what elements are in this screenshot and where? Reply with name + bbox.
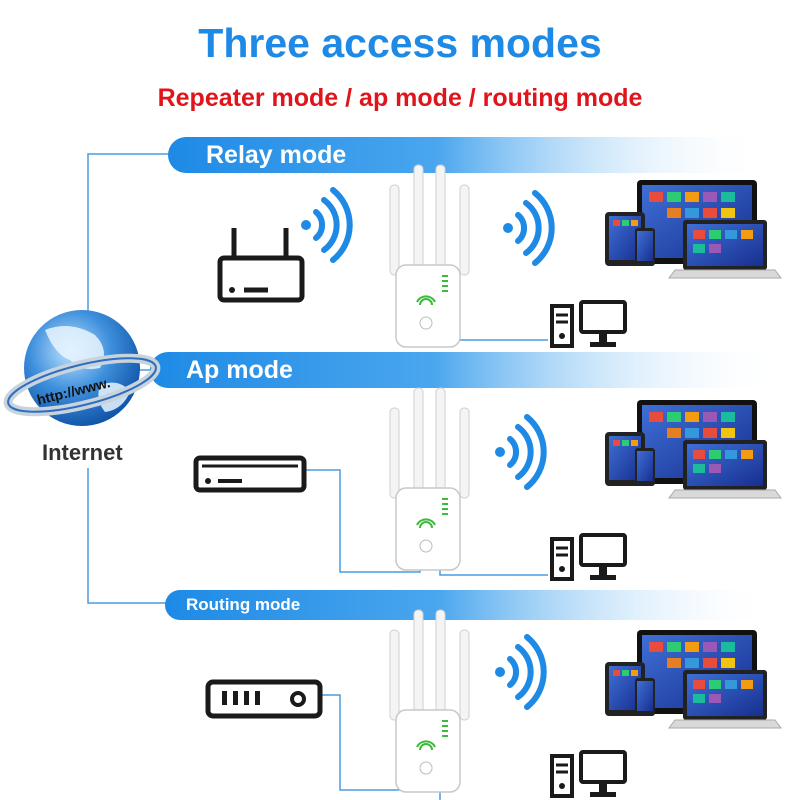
wifi-extender-icon (389, 609, 470, 793)
wifi-extender-icon (389, 164, 470, 348)
modem-icon (193, 455, 307, 493)
ap-banner (150, 352, 780, 388)
wifi-signal-icon (301, 190, 350, 260)
desktop-pc-icon (550, 300, 627, 349)
client-devices-icon (604, 629, 782, 729)
internet-globe-icon (3, 310, 161, 426)
routing-banner (165, 590, 775, 620)
wireless-router-icon (217, 228, 305, 303)
relay-mode-label: Relay mode (206, 141, 347, 169)
wifi-extender-icon (389, 387, 470, 571)
wifi-signal-icon (503, 193, 552, 263)
page-subtitle: Repeater mode / ap mode / routing mode (157, 84, 643, 112)
wifi-signal-icon (495, 637, 544, 707)
desktop-pc-icon (550, 533, 627, 582)
wifi-signal-icon (495, 417, 544, 487)
page-title: Three access modes (198, 20, 602, 66)
routing-mode-label: Routing mode (186, 595, 301, 614)
internet-label: Internet (42, 440, 123, 465)
desktop-pc-icon (550, 750, 627, 799)
client-devices-icon (604, 179, 782, 279)
ap-mode-label: Ap mode (186, 356, 293, 384)
switch-icon (205, 679, 323, 719)
relay-banner (168, 137, 768, 173)
client-devices-icon (604, 399, 782, 499)
